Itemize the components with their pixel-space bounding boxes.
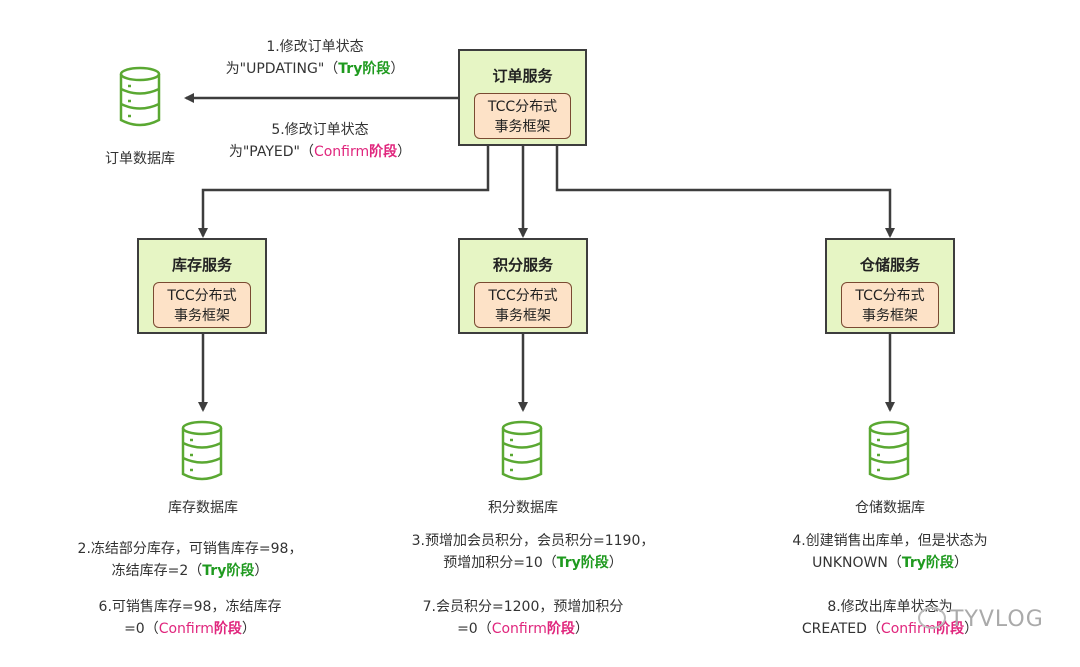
inventory-try-note: 2.冻结部分库存，可销售库存=98， 冻结库存=2（Try阶段）	[77, 541, 303, 579]
confirm-phase-label: Confirm阶段	[491, 621, 575, 637]
order-tcc-framework: TCC分布式 事务框架	[474, 93, 571, 139]
watermark: TYVLOG	[918, 607, 1044, 632]
inventory-confirm-note: 6.可销售库存=98，冻结库存 =0（Confirm阶段）	[98, 599, 282, 637]
points-database-label: 积分数据库	[488, 500, 558, 516]
points-try-note: 3.预增加会员积分，会员积分=1190， 预增加积分=10（Try阶段）	[411, 533, 655, 571]
order-service-title: 订单服务	[492, 67, 553, 85]
points-tcc-framework: TCC分布式 事务框架	[474, 282, 572, 328]
try-phase-label: Try阶段	[202, 563, 255, 579]
inventory-database-label: 库存数据库	[168, 500, 238, 516]
warehouse-service-box: 仓储服务 TCC分布式 事务框架	[825, 238, 955, 334]
order-confirm-note: 5.修改订单状态 为"PAYED"（Confirm阶段）	[228, 122, 412, 160]
points-database-icon	[501, 420, 543, 481]
order-try-note: 1.修改订单状态 为"UPDATING"（Try阶段）	[225, 39, 405, 77]
order-database-label: 订单数据库	[105, 151, 175, 167]
warehouse-tcc-framework: TCC分布式 事务框架	[841, 282, 939, 328]
order-database-icon	[119, 66, 161, 127]
order-service-box: 订单服务 TCC分布式 事务框架	[458, 49, 587, 146]
confirm-phase-label: Confirm阶段	[313, 144, 398, 160]
warehouse-database-icon	[868, 420, 910, 481]
warehouse-try-note: 4.创建销售出库单，但是状态为 UNKNOWN（Try阶段）	[792, 533, 988, 571]
try-phase-label: Try阶段	[556, 555, 609, 571]
inventory-service-title: 库存服务	[171, 256, 232, 274]
confirm-phase-label: Confirm阶段	[158, 621, 242, 637]
try-phase-label: Try阶段	[901, 555, 954, 571]
try-phase-label: Try阶段	[338, 61, 391, 77]
warehouse-database-label: 仓储数据库	[855, 500, 925, 516]
inventory-tcc-framework: TCC分布式 事务框架	[153, 282, 251, 328]
inventory-database-icon	[181, 420, 223, 481]
wechat-logo-icon	[918, 607, 946, 629]
arrow-order-to-inventory	[198, 146, 490, 238]
warehouse-service-title: 仓储服务	[859, 256, 920, 274]
inventory-service-box: 库存服务 TCC分布式 事务框架	[137, 238, 267, 334]
points-confirm-note: 7.会员积分=1200，预增加积分 =0（Confirm阶段）	[422, 599, 624, 637]
arrow-order-to-warehouse	[555, 146, 895, 238]
points-service-box: 积分服务 TCC分布式 事务框架	[458, 238, 588, 334]
points-service-title: 积分服务	[492, 256, 553, 274]
